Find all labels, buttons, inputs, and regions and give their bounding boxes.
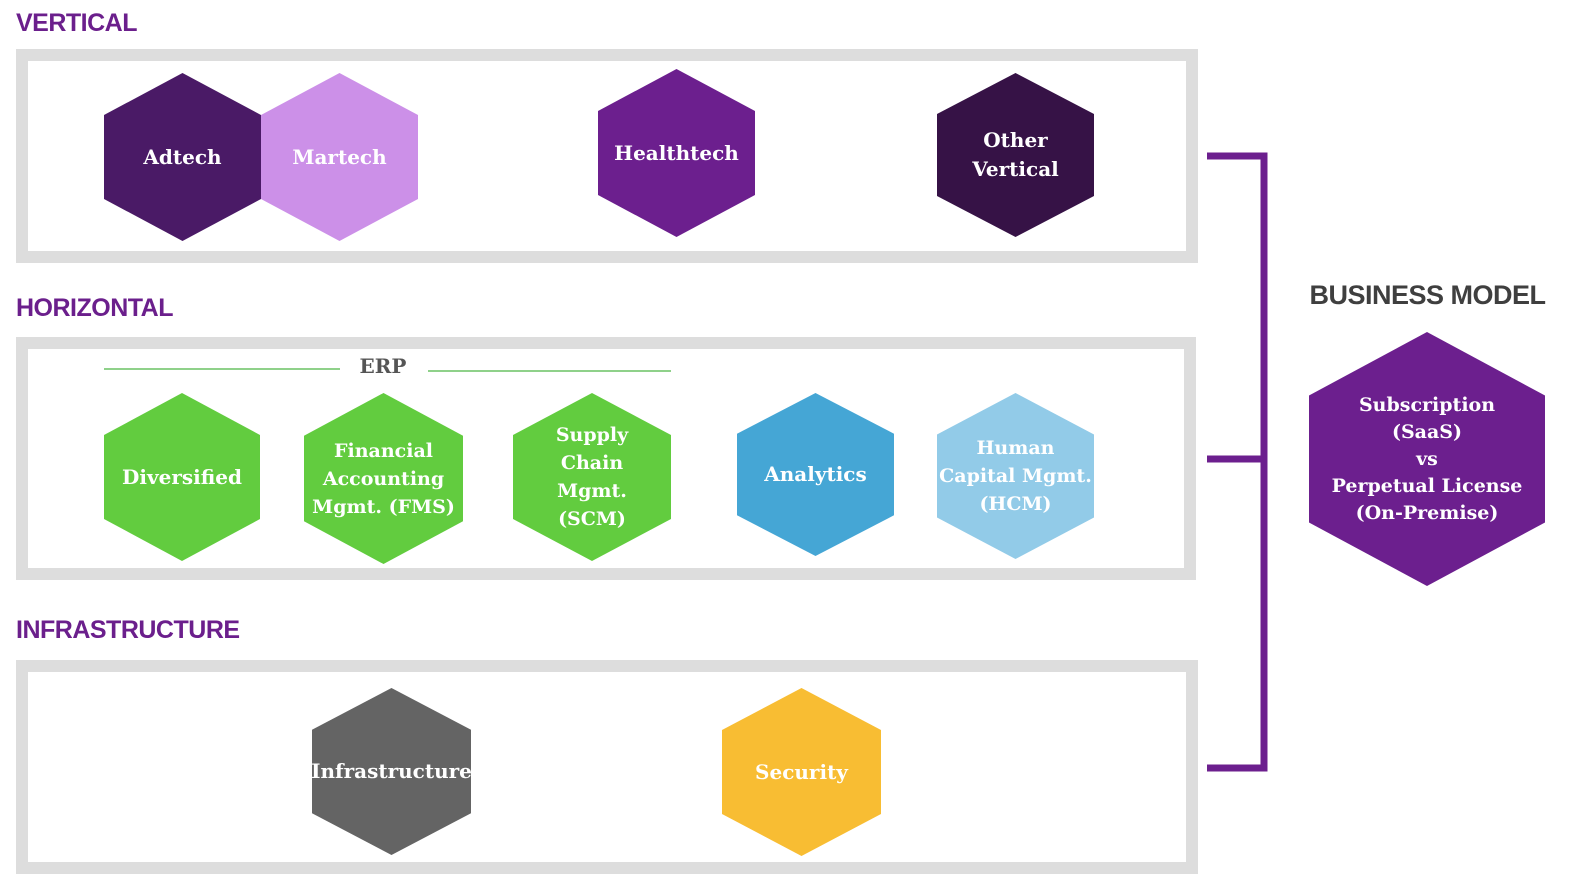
horizontal-section-title: HORIZONTAL bbox=[16, 294, 174, 322]
hex-business-model-label: Subscription (SaaS) vs Perpetual License… bbox=[1331, 393, 1523, 524]
erp-label: ERP bbox=[359, 354, 407, 378]
erp-line-right bbox=[428, 370, 671, 372]
hex-security: Security bbox=[722, 688, 881, 856]
hex-diversified-label: Diversified bbox=[122, 464, 242, 489]
erp-line-left bbox=[104, 368, 340, 370]
hex-business-model: Subscription (SaaS) vs Perpetual License… bbox=[1309, 332, 1545, 586]
infrastructure-panel bbox=[16, 660, 1198, 874]
hex-fms-label: Financial Accounting Mgmt. (FMS) bbox=[312, 439, 455, 518]
hex-fms: Financial Accounting Mgmt. (FMS) bbox=[304, 393, 463, 564]
hex-scm-label: Supply Chain Mgmt. (SCM) bbox=[555, 424, 629, 530]
hex-adtech: Adtech bbox=[104, 73, 261, 241]
hex-analytics-label: Analytics bbox=[764, 462, 867, 486]
hex-diversified: Diversified bbox=[104, 393, 260, 561]
hex-other-vertical-label: Other Vertical bbox=[972, 128, 1059, 181]
hex-martech-label: Martech bbox=[292, 144, 387, 169]
infrastructure-section-title: INFRASTRUCTURE bbox=[16, 616, 240, 644]
hex-healthtech-label: Healthtech bbox=[614, 140, 739, 165]
hex-security-label: Security bbox=[755, 759, 848, 784]
business-model-title: BUSINESS MODEL bbox=[1309, 280, 1546, 310]
hex-healthtech: Healthtech bbox=[598, 69, 755, 237]
hex-analytics: Analytics bbox=[737, 393, 894, 556]
vertical-section-title: VERTICAL bbox=[16, 9, 138, 37]
hex-hcm-label: Human Capital Mgmt. (HCM) bbox=[939, 437, 1092, 515]
hex-infrastructure-label: Infrastructure bbox=[311, 759, 472, 783]
hex-adtech-label: Adtech bbox=[143, 144, 222, 169]
connector-bracket bbox=[1207, 152, 1268, 772]
